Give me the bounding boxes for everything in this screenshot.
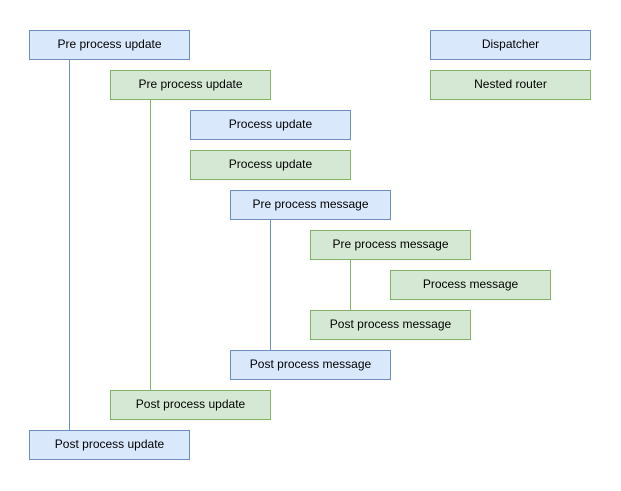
connector-n2-to-n10 bbox=[150, 100, 151, 390]
node-post-process-update-green[interactable]: Post process update bbox=[110, 390, 271, 420]
connector-n6-to-n8 bbox=[350, 260, 351, 310]
connector-n1-to-n11 bbox=[69, 60, 70, 430]
node-process-update-green[interactable]: Process update bbox=[190, 150, 351, 180]
node-pre-process-update-green[interactable]: Pre process update bbox=[110, 70, 271, 100]
node-process-message-green[interactable]: Process message bbox=[390, 270, 551, 300]
node-pre-process-message-green[interactable]: Pre process message bbox=[310, 230, 471, 260]
node-post-process-update-blue[interactable]: Post process update bbox=[29, 430, 190, 460]
node-pre-process-message-blue[interactable]: Pre process message bbox=[230, 190, 391, 220]
legend-item-dispatcher[interactable]: Dispatcher bbox=[430, 30, 591, 60]
node-post-process-message-green[interactable]: Post process message bbox=[310, 310, 471, 340]
legend-item-nested-router[interactable]: Nested router bbox=[430, 70, 591, 100]
connector-n5-to-n9 bbox=[270, 220, 271, 350]
node-pre-process-update-blue[interactable]: Pre process update bbox=[29, 30, 190, 60]
node-post-process-message-blue[interactable]: Post process message bbox=[230, 350, 391, 380]
node-process-update-blue[interactable]: Process update bbox=[190, 110, 351, 140]
